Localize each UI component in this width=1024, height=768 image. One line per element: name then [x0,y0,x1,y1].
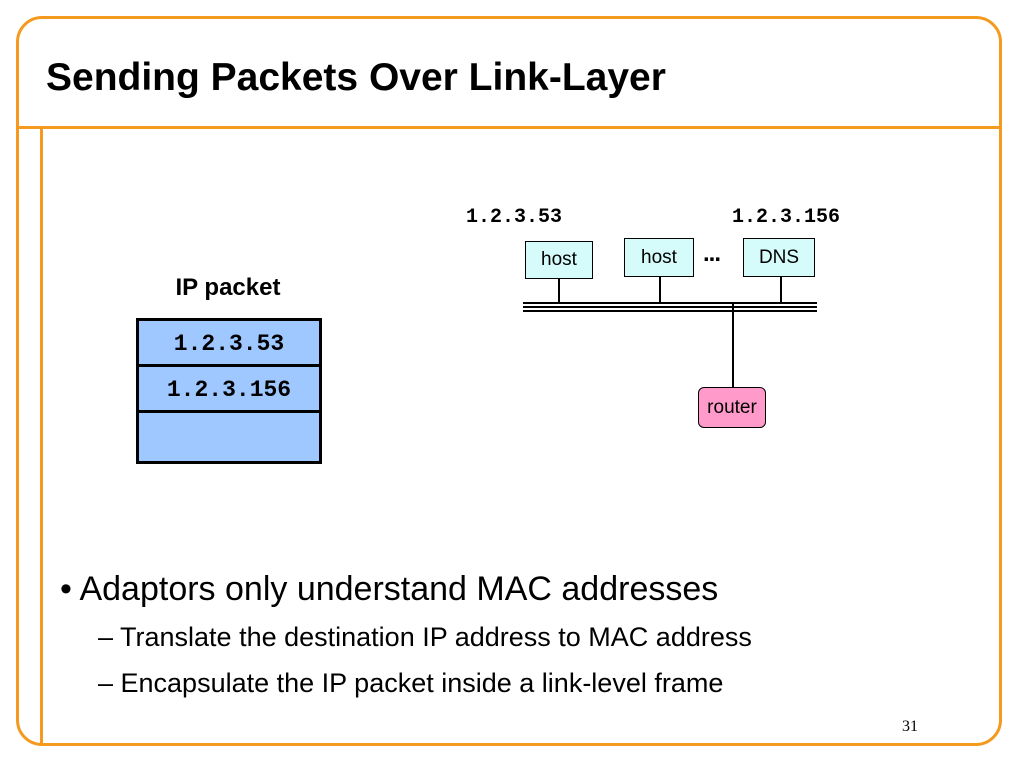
bullet-main: • Adaptors only understand MAC addresses [60,570,719,608]
packet-source-ip: 1.2.3.53 [139,321,319,367]
host1-drop-line [558,279,560,303]
ip-packet: 1.2.3.53 1.2.3.156 [136,318,322,464]
title-divider [16,126,1002,129]
slide-title: Sending Packets Over Link-Layer [46,56,666,99]
ethernet-bus-line-1 [523,302,817,304]
ethernet-bus-line-2 [523,306,817,308]
packet-payload [139,413,319,461]
ellipsis: ... [703,240,721,267]
host-node-2: host [624,238,694,277]
bullet-sub-1: – Translate the destination IP address t… [98,622,752,652]
router-node: router [698,387,766,428]
packet-destination-ip: 1.2.3.156 [139,367,319,413]
bullet-sub-2: – Encapsulate the IP packet inside a lin… [98,668,724,698]
host-node-1: host [525,241,593,279]
router-link-line [732,303,734,388]
left-divider [40,126,43,746]
dns-drop-line [780,277,782,303]
dns-node: DNS [743,238,815,277]
host2-drop-line [659,277,661,303]
slide-frame [16,16,1002,746]
dns-ip-label: 1.2.3.156 [732,206,841,229]
host-ip-label: 1.2.3.53 [466,206,563,229]
page-number: 31 [902,718,918,735]
ethernet-bus-line-3 [523,310,817,312]
ip-packet-label: IP packet [175,274,281,301]
